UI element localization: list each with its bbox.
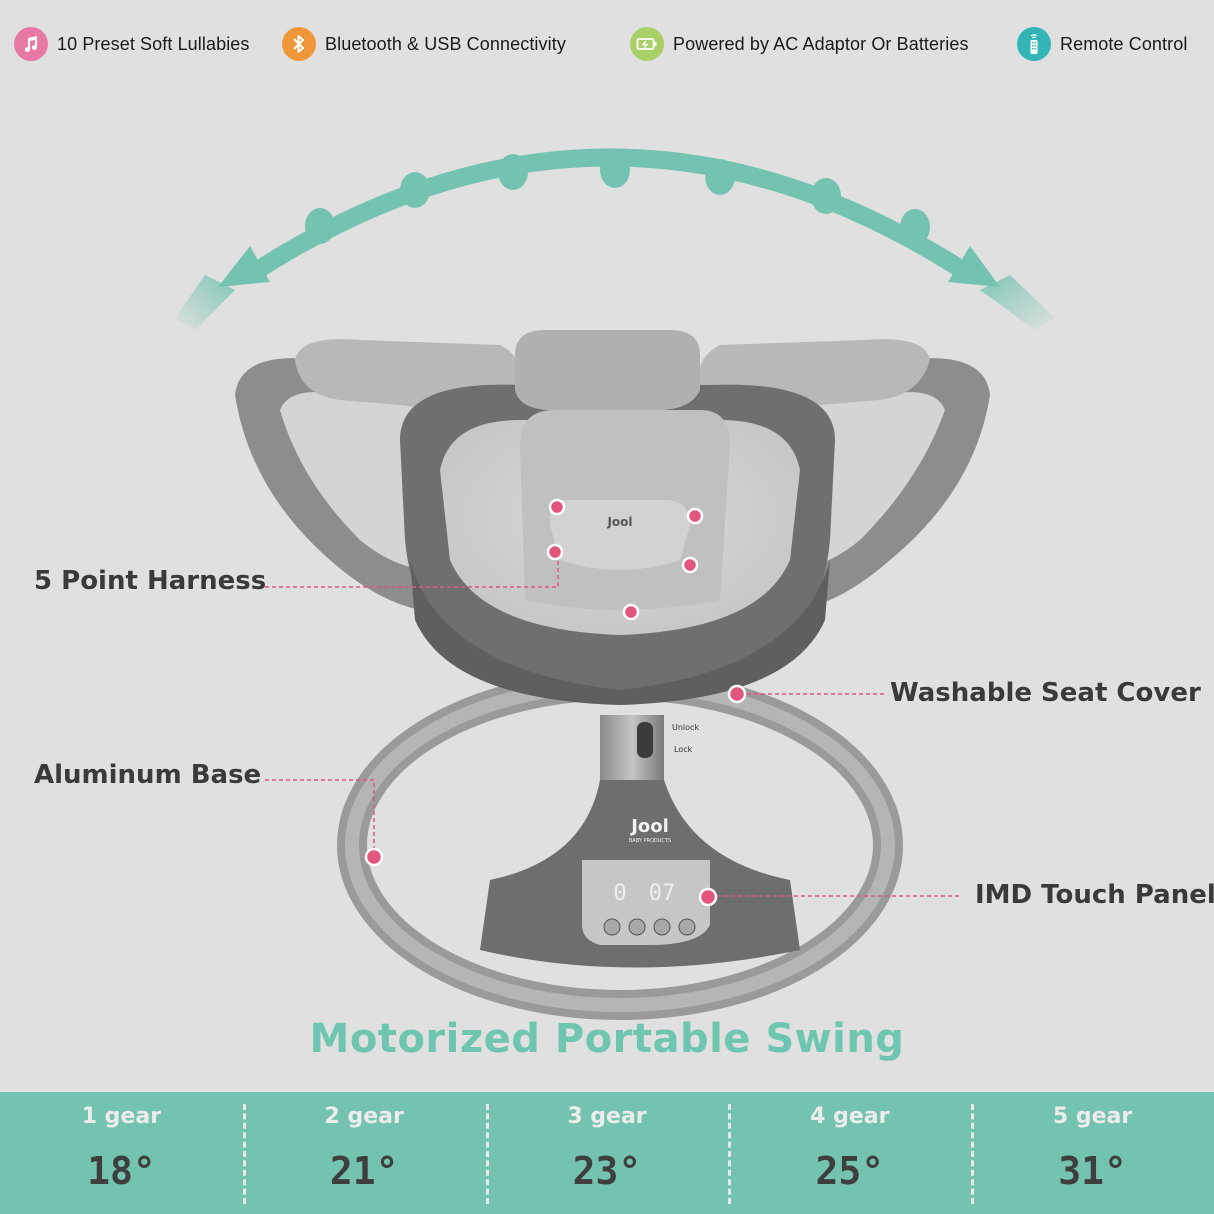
callout-lines <box>265 552 962 897</box>
feature-remote: Remote Control <box>1017 27 1187 61</box>
product-title: Motorized Portable Swing <box>309 1016 905 1062</box>
bluetooth-icon <box>282 27 316 61</box>
gear-angle: 18° <box>87 1149 156 1193</box>
feature-label: 10 Preset Soft Lullabies <box>57 33 250 54</box>
harness-marker-4[interactable] <box>681 556 699 574</box>
callout-washable-seat-cover: Washable Seat Cover <box>890 678 1201 708</box>
gear-item-4: 4 gear 25° <box>728 1092 971 1214</box>
feature-label: Bluetooth & USB Connectivity <box>325 33 566 54</box>
base-marker[interactable] <box>364 847 384 867</box>
feature-label: Remote Control <box>1060 33 1188 54</box>
gear-item-1: 1 gear 18° <box>0 1092 243 1214</box>
gear-name: 4 gear <box>810 1104 890 1129</box>
callout-aluminum-base: Aluminum Base <box>34 760 262 790</box>
gear-angle: 21° <box>329 1149 399 1193</box>
brand-logo: Jool <box>629 816 669 837</box>
feature-bar: 10 Preset Soft Lullabies Bluetooth & USB… <box>0 0 1214 88</box>
gear-item-2: 2 gear 21° <box>242 1092 486 1214</box>
panel-button-4[interactable] <box>678 918 696 936</box>
panel-button-3[interactable] <box>653 918 671 936</box>
panel-button-1[interactable] <box>603 918 621 936</box>
lock-label: Lock <box>674 745 693 754</box>
gear-name: 2 gear <box>324 1104 404 1129</box>
callout-imd-touch-panel: IMD Touch Panel <box>975 880 1214 910</box>
harness-marker-5[interactable] <box>622 603 640 621</box>
harness-marker-2[interactable] <box>686 507 704 525</box>
display-left: 0 <box>613 881 626 906</box>
gear-name: 1 gear <box>81 1104 162 1129</box>
display-right: 07 <box>649 881 676 906</box>
gear-name: 3 gear <box>567 1104 647 1129</box>
imd-touch-panel: 0 07 <box>582 860 710 945</box>
seat-cover-marker[interactable] <box>727 684 747 704</box>
feature-markers <box>364 498 747 907</box>
feature-label: Powered by AC Adaptor Or Batteries <box>673 33 969 54</box>
gear-angle: 25° <box>815 1149 885 1193</box>
battery-icon <box>630 27 664 61</box>
touch-panel-marker[interactable] <box>698 887 718 907</box>
gear-item-5: 5 gear 31° <box>971 1092 1214 1214</box>
harness-buckle-pad <box>550 500 690 570</box>
head-support <box>515 330 700 411</box>
panel-button-2[interactable] <box>628 918 646 936</box>
gear-angle: 23° <box>572 1149 642 1193</box>
pad-brand: Jool <box>606 515 632 529</box>
unlock-label: Unlock <box>672 723 699 732</box>
harness-marker-3[interactable] <box>546 543 564 561</box>
feature-bluetooth: Bluetooth & USB Connectivity <box>282 27 566 61</box>
feature-power: Powered by AC Adaptor Or Batteries <box>630 27 969 61</box>
remote-control-icon <box>1017 27 1051 61</box>
lock-pole <box>600 715 664 781</box>
brand-subtitle: BABY PRODUCTS <box>629 838 671 844</box>
product-illustration: Unlock Lock Jool BABY PRODUCTS 0 07 Jool <box>175 148 1055 1020</box>
main-swing-seat: Jool <box>400 330 835 705</box>
swing-motion-arrow <box>175 148 1055 330</box>
music-note-icon <box>14 27 48 61</box>
gear-angle: 31° <box>1058 1149 1127 1193</box>
callout-5-point-harness: 5 Point Harness <box>34 566 267 596</box>
harness-marker-1[interactable] <box>548 498 566 516</box>
gear-item-3: 3 gear 23° <box>485 1092 729 1214</box>
feature-lullabies: 10 Preset Soft Lullabies <box>14 27 250 61</box>
gear-angle-strip: 1 gear 18° 2 gear 21° 3 gear 23° 4 gear … <box>0 1092 1214 1214</box>
gear-name: 5 gear <box>1052 1104 1133 1129</box>
lock-switch[interactable] <box>637 722 653 758</box>
